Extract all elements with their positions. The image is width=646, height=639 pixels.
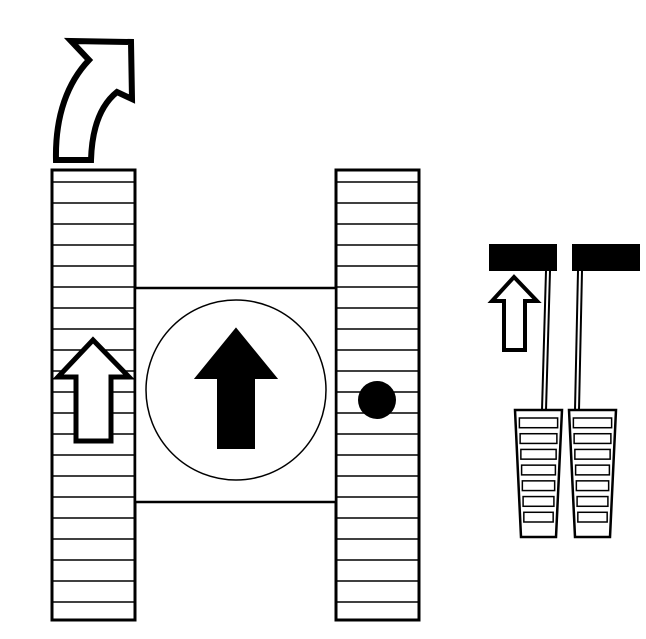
pedal-slot: [577, 511, 608, 523]
left-track-forward-arrow-icon: [52, 336, 135, 444]
right-track-stop-dot-icon: [358, 381, 396, 419]
pedal-slot: [521, 480, 556, 492]
right-pedal-slots: [572, 417, 613, 523]
pedal-slot: [518, 417, 559, 429]
left-track: [50, 168, 137, 622]
pedal-slot: [575, 480, 610, 492]
left-pedal-slots: [518, 417, 559, 523]
pedal-slot: [574, 464, 611, 476]
pedal-slot: [572, 417, 613, 429]
curved-turn-arrow-icon: [52, 37, 136, 163]
pedal-slot: [520, 464, 557, 476]
pedal-slot: [520, 448, 557, 460]
left-pedal: [489, 244, 564, 539]
pedal-slot: [522, 495, 555, 508]
pedal-slot: [576, 495, 609, 508]
pedal-slot: [519, 432, 558, 445]
pedal-slot: [574, 448, 611, 460]
arrow-up-icon: [193, 327, 279, 449]
right-track-slats: [336, 181, 419, 603]
right-pedal: [567, 244, 640, 539]
pedal-slot: [523, 511, 554, 523]
pedal-slot: [573, 432, 612, 445]
pedal-forward-arrow-icon: [487, 274, 542, 352]
